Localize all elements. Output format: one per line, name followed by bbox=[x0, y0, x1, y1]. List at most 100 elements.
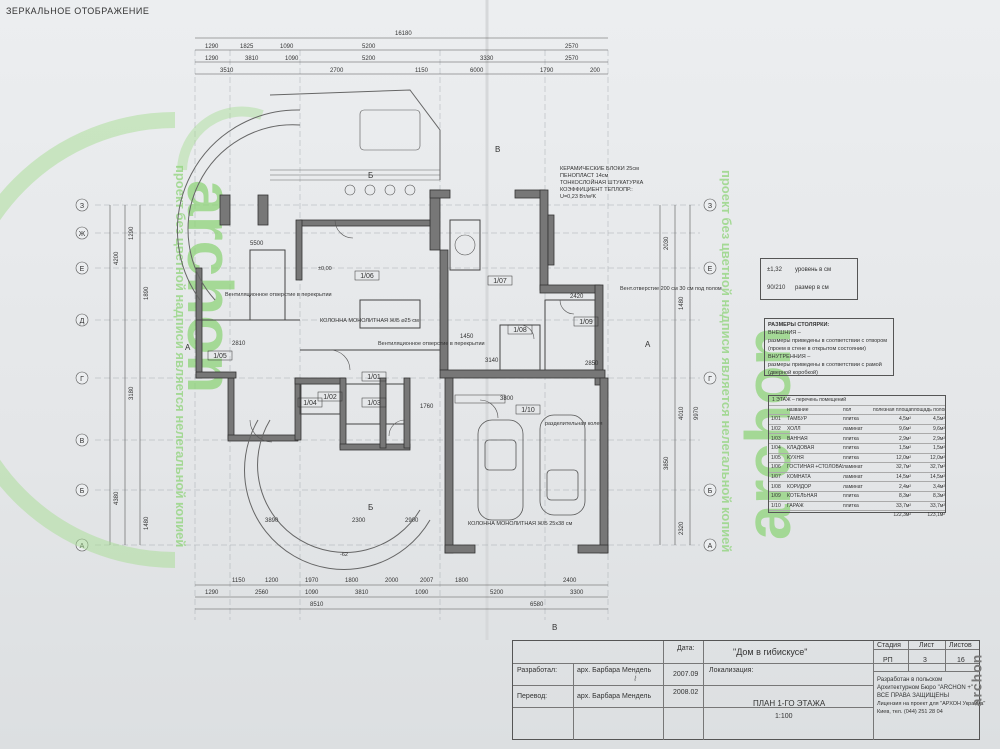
cell: 14,5м² bbox=[896, 474, 911, 481]
cell: ламинат bbox=[843, 483, 863, 490]
dim-label: 2030 bbox=[664, 236, 670, 250]
floor-vent-note: Вент.отверстие 200 см 30 см под полом bbox=[620, 286, 722, 292]
table-title: 1 ЭТАЖ – перечень помещений bbox=[772, 397, 847, 404]
cell: плитка bbox=[843, 435, 859, 442]
watermark: archon archon проект без цветной надписи… bbox=[0, 106, 804, 568]
dim-label: 1480 bbox=[144, 516, 150, 530]
company-line2: Архитектурном Бюро "ARCHON +" bbox=[877, 685, 974, 691]
archon-logo: archon bbox=[968, 630, 996, 730]
room-label: 1/09 bbox=[579, 319, 593, 326]
axis-label: В bbox=[80, 438, 85, 445]
cell: КОМНАТА bbox=[787, 474, 811, 481]
vent-note: Вентиляционное отверстие в перекрытии bbox=[378, 341, 485, 347]
section-mark: В bbox=[552, 623, 557, 632]
section-mark: В bbox=[495, 145, 500, 154]
dim-label: 1890 bbox=[144, 286, 150, 300]
dim-label: 1290 bbox=[205, 590, 219, 596]
cell: КОРИДОР bbox=[787, 483, 812, 490]
dim-label: 5200 bbox=[362, 44, 376, 50]
cell: ВАННАЯ bbox=[787, 435, 808, 442]
cell: 8,3м² bbox=[898, 493, 911, 500]
table-row: 1/03 ВАННАЯ плитка 2,9м² 2,9м² bbox=[769, 434, 945, 444]
legend-text: размер в см bbox=[795, 285, 829, 291]
sheet-name: ПЛАН 1-ГО ЭТАЖА bbox=[753, 699, 826, 708]
cell: КУХНЯ bbox=[787, 454, 804, 461]
dim-label: 1825 bbox=[240, 44, 254, 50]
watermark-text: проект без цветной надписи является неле… bbox=[173, 165, 188, 547]
cell: плитка bbox=[843, 445, 859, 452]
dim-label: 2420 bbox=[570, 294, 584, 300]
total-useful: 122,3м² bbox=[893, 512, 911, 519]
axis-label: Е bbox=[708, 266, 713, 273]
axis-label: Г bbox=[80, 376, 84, 383]
room-label: 1/07 bbox=[493, 278, 507, 285]
cell: 8,3м² bbox=[932, 493, 945, 500]
cell: ламинат bbox=[843, 474, 863, 481]
axis-label: Д bbox=[80, 318, 85, 325]
woodwork-ext-label: ВНЕШНИЯ – bbox=[768, 330, 801, 336]
project-name: "Дом в гибискусе" bbox=[733, 647, 808, 657]
dim-label: 1090 bbox=[415, 590, 429, 596]
room-label: 1/05 bbox=[213, 353, 227, 360]
wall-layer-note: U=0,23 Вт/м²K bbox=[560, 194, 597, 200]
cell: плитка bbox=[843, 454, 859, 461]
axis-label: Б bbox=[80, 488, 85, 495]
dim-label: 2000 bbox=[385, 578, 399, 584]
mirror-label: ЗЕРКАЛЬНОЕ ОТОБРАЖЕНИЕ bbox=[6, 6, 150, 16]
room-label: 1/10 bbox=[521, 407, 535, 414]
room-schedule-table: 1 ЭТАЖ – перечень помещений название пол… bbox=[768, 395, 946, 518]
cell: 2,9м² bbox=[898, 435, 911, 442]
title-block: Разработал: арх. Барбара Мендель ⌇ 2007.… bbox=[512, 640, 985, 740]
dim-label: 2850 bbox=[585, 361, 599, 367]
dim-label: 2570 bbox=[565, 44, 579, 50]
dim-label: 3810 bbox=[355, 590, 369, 596]
woodwork-notes: РАЗМЕРЫ СТОЛЯРКИ: ВНЕШНИЯ – размеры прив… bbox=[764, 318, 894, 376]
translated-label: Перевод: bbox=[517, 693, 548, 700]
woodwork-ext-text: размеры приведены в соответствии с отвор… bbox=[768, 338, 888, 352]
cell: 1,5м² bbox=[898, 445, 911, 452]
axis-label: Е bbox=[80, 266, 85, 273]
rights: ВСЕ ПРАВА ЗАЩИЩЕНЫ bbox=[877, 693, 950, 699]
cell: плитка bbox=[843, 416, 859, 423]
watermark-logo: archon bbox=[174, 180, 246, 393]
dim-label: 3510 bbox=[220, 68, 234, 74]
room-label: 1/01 bbox=[367, 374, 381, 381]
cell: 14,5м² bbox=[930, 474, 945, 481]
cell: 2,4м² bbox=[898, 483, 911, 490]
dim-label: 1290 bbox=[205, 44, 219, 50]
cell: 4,5м² bbox=[898, 416, 911, 423]
cell: 2,9м² bbox=[932, 435, 945, 442]
walls bbox=[195, 189, 609, 554]
cell: 1/09 bbox=[771, 493, 781, 500]
dim-label: 1090 bbox=[305, 590, 319, 596]
wall-layer-note: ПЕНОПЛАСТ 14см bbox=[560, 173, 609, 179]
stage-label: Стадия bbox=[877, 642, 901, 649]
column-note: КОЛОННА МОНОЛИТНАЯ Ж/Б 25x38 см bbox=[468, 521, 573, 527]
dim-label: 1970 bbox=[305, 578, 319, 584]
dim-label: 1480 bbox=[679, 296, 685, 310]
legend-text: уровень в см bbox=[795, 267, 832, 273]
developed-label: Разработал: bbox=[517, 667, 558, 674]
localization-label: Локализация: bbox=[709, 667, 754, 674]
dim-label: 4200 bbox=[114, 251, 120, 265]
table-header: пол bbox=[843, 406, 852, 413]
date-label: Дата: bbox=[677, 645, 695, 652]
cell: 1/03 bbox=[771, 435, 781, 442]
cell: 33,7м² bbox=[930, 502, 945, 509]
cell: КОТЕЛЬНАЯ bbox=[787, 493, 818, 500]
cell: 12,0м² bbox=[896, 454, 911, 461]
dim-label: 6580 bbox=[530, 602, 544, 608]
dim-label: 1150 bbox=[415, 68, 429, 74]
wall-layer-note: ТОНКОСЛОЙНАЯ ШТУКАТУРКА bbox=[560, 178, 644, 186]
cell: 9,6м² bbox=[898, 426, 911, 433]
license: Лицензия на проект для "АРХОН Украина" bbox=[877, 701, 986, 707]
dim-label: 2300 bbox=[352, 518, 366, 524]
wall-layer-note: КЕРАМИЧЕСКИЕ БЛОКИ 25см bbox=[560, 166, 639, 172]
cell: 1/07 bbox=[771, 474, 781, 481]
dim-label: 3850 bbox=[664, 456, 670, 470]
cell: плитка bbox=[843, 493, 859, 500]
